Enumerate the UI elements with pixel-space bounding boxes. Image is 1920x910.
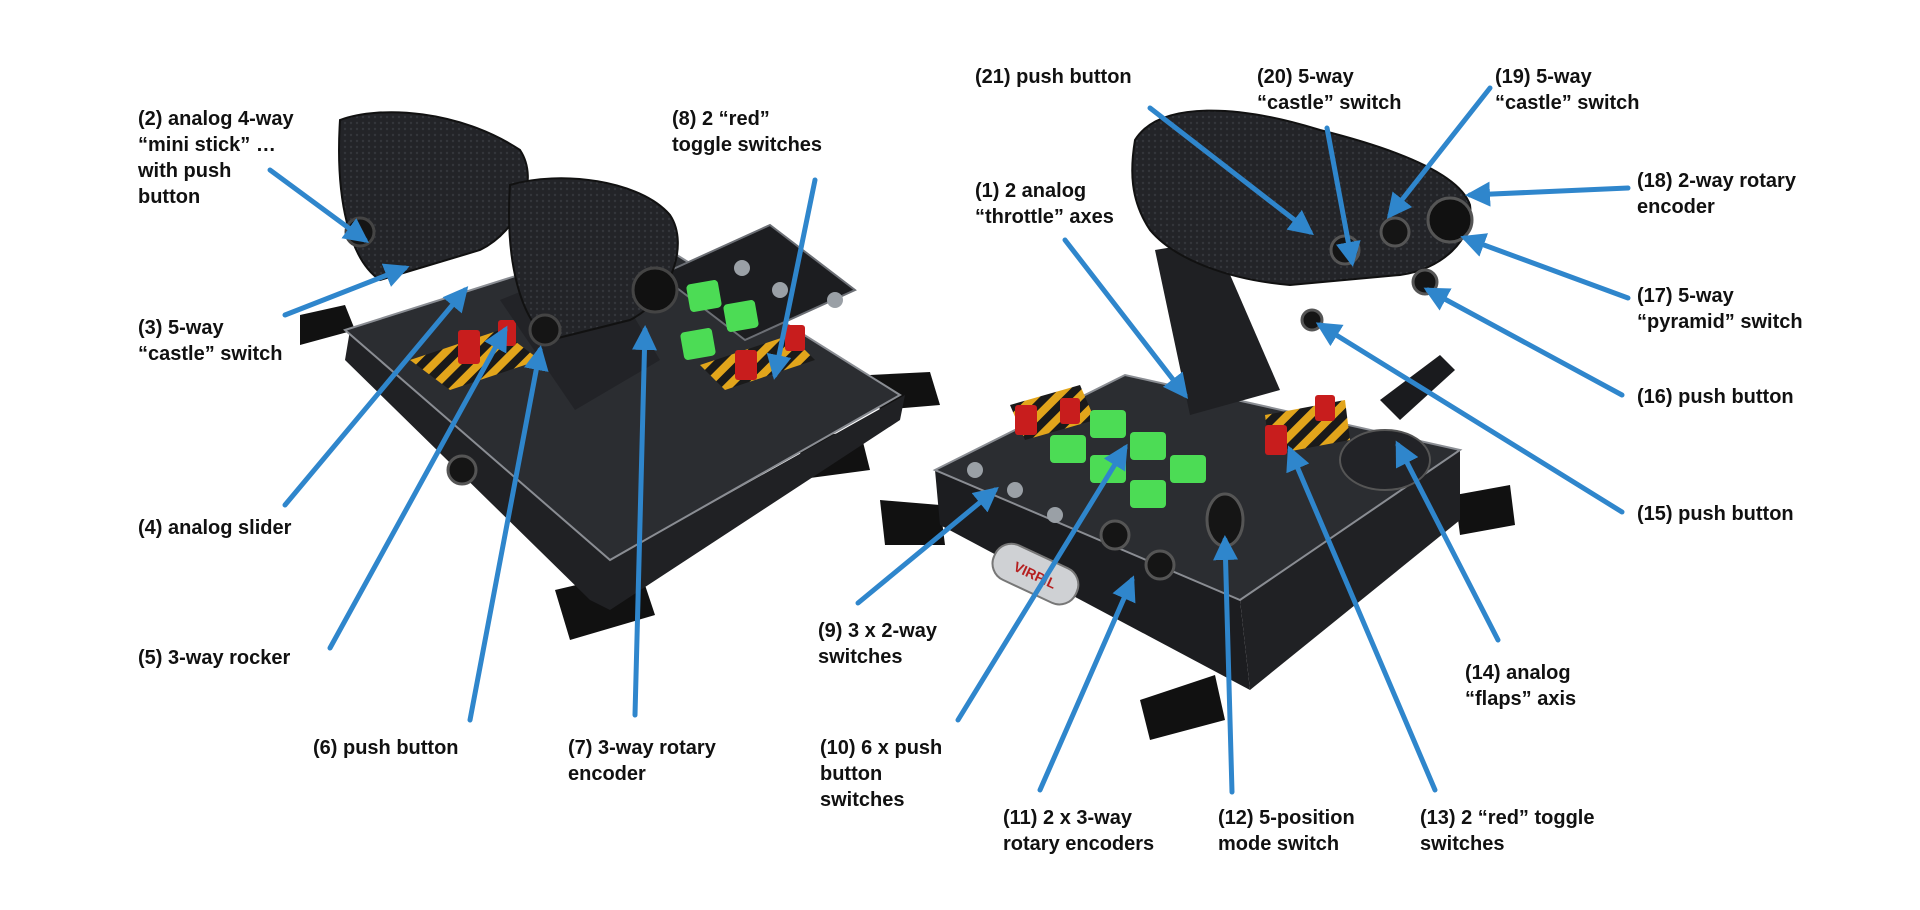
right-toggle-2: [1007, 482, 1023, 498]
left-green-button-1: [686, 280, 722, 312]
callout-2-mini-stick: (2) analog 4-way “mini stick” … with pus…: [138, 108, 294, 208]
right-base-side: [935, 470, 1250, 690]
right-encoder-1: [1099, 519, 1131, 551]
left-base-side: [345, 330, 905, 610]
arrow-7: [631, 325, 657, 718]
left-push-button: [528, 313, 562, 347]
right-base-side-2: [1240, 450, 1460, 690]
callout-7-rotary-encoder: (7) 3-way rotary encoder: [568, 737, 716, 785]
right-castle-switch-a: [1329, 234, 1361, 266]
arrow-11: [1037, 575, 1136, 793]
arrow-10: [955, 443, 1128, 723]
right-green-button-3: [1130, 432, 1166, 460]
callout-17-pyramid-switch: (17) 5-way “pyramid” switch: [1637, 285, 1803, 333]
arrow-15: [1315, 322, 1625, 515]
left-red-switch-4: [785, 325, 805, 351]
right-green-button-2: [1050, 435, 1086, 463]
callout-16-push-button: (16) push button: [1637, 386, 1794, 408]
right-red-switch-4: [1315, 395, 1335, 421]
arrow-12: [1213, 535, 1239, 795]
right-red-switch-2: [1060, 398, 1080, 424]
arrow-21: [1147, 105, 1314, 236]
left-foot-back-left: [300, 305, 355, 345]
right-castle-switch-b: [1379, 216, 1411, 248]
right-rotary-encoder: [1426, 196, 1474, 244]
callout-8-red-toggles: (8) 2 “red” toggle switches: [672, 108, 823, 156]
arrow-18: [1465, 181, 1631, 207]
callout-14-flaps-axis: (14) analog “flaps” axis: [1465, 662, 1577, 710]
arrow-2: [267, 167, 370, 243]
callout-4-analog-slider: (4) analog slider: [138, 517, 292, 539]
callout-15-push-button: (15) push button: [1637, 503, 1794, 525]
callout-1-throttle-axes: (1) 2 analog “throttle” axes: [975, 180, 1114, 228]
right-throttle-unit: VIRPIL: [880, 109, 1515, 740]
left-green-button-2: [723, 300, 759, 332]
callout-5-rocker: (5) 3-way rocker: [138, 647, 291, 669]
callout-3-castle-switch: (3) 5-way “castle” switch: [138, 317, 283, 365]
arrow-4: [282, 286, 469, 508]
right-green-button-6: [1130, 480, 1166, 508]
right-toggle-3: [1047, 507, 1063, 523]
left-rotary-knob: [631, 266, 679, 314]
right-green-button-5: [1170, 455, 1206, 483]
callout-11-rotary-encoders: (11) 2 x 3-way rotary encoders: [1003, 807, 1155, 855]
callout-13-red-toggles: (13) 2 “red” toggle switches: [1420, 807, 1595, 855]
arrow-17: [1460, 233, 1631, 301]
left-connector: [446, 454, 478, 486]
right-toggle-1: [967, 462, 983, 478]
callout-20-castle-switch: (20) 5-way “castle” switch: [1257, 66, 1402, 114]
callout-21-push-button: (21) push button: [975, 66, 1132, 88]
left-toggle-3: [772, 282, 788, 298]
left-grip-rear: [338, 111, 529, 282]
arrow-1: [1062, 237, 1189, 399]
right-red-switch-1: [1015, 405, 1037, 435]
arrow-14: [1395, 440, 1501, 643]
right-red-switch-3: [1265, 425, 1287, 455]
right-throttle-pedestal: [1155, 240, 1280, 415]
callout-6-push-button: (6) push button: [313, 737, 459, 759]
arrow-8: [766, 177, 818, 380]
callout-10-push-button-switches: (10) 6 x push button switches: [820, 737, 943, 811]
right-foot-left: [880, 500, 945, 545]
left-green-button-3: [680, 328, 716, 360]
left-toggle-1: [734, 260, 750, 276]
arrow-13: [1286, 445, 1438, 793]
right-green-button-1: [1090, 410, 1126, 438]
callout-19-castle-switch: (19) 5-way “castle” switch: [1495, 66, 1640, 114]
callout-18-rotary-encoder: (18) 2-way rotary encoder: [1637, 170, 1796, 218]
arrow-20: [1324, 125, 1361, 267]
callout-12-mode-switch: (12) 5-position mode switch: [1218, 807, 1355, 855]
arrow-5: [327, 325, 508, 651]
left-button-panel: [658, 223, 857, 342]
arrow-3: [282, 263, 410, 318]
right-foot-right: [1455, 485, 1515, 535]
right-foot-front: [1140, 675, 1225, 740]
left-red-switch-1: [458, 330, 480, 364]
left-red-switch-3: [735, 350, 757, 380]
callout-arrows: [267, 85, 1631, 795]
arrow-16: [1423, 287, 1625, 398]
callout-9-two-way-switches: (9) 3 x 2-way switches: [818, 620, 937, 668]
right-encoder-2: [1144, 549, 1176, 581]
arrow-6: [467, 345, 549, 723]
left-throttle-unit: [300, 111, 940, 640]
arrow-19: [1386, 85, 1493, 219]
arrow-9: [855, 486, 999, 606]
left-toggle-2: [827, 292, 843, 308]
